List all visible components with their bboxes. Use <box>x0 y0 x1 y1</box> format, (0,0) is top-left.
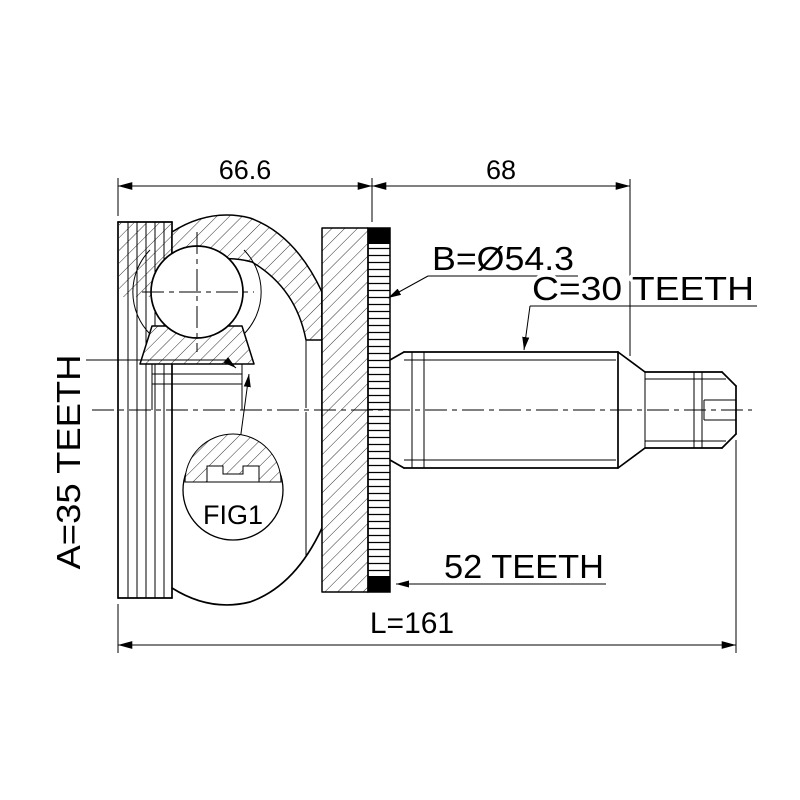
tip-chamfer <box>721 371 737 387</box>
fig1-leader-line <box>239 373 251 442</box>
label-b-text: B=Ø54.3 <box>432 240 574 277</box>
cage-arc-right <box>243 249 262 335</box>
label-52-teeth: 52 TEETH <box>396 548 606 588</box>
centerlines <box>92 232 752 411</box>
tip-chamfer <box>721 433 737 449</box>
label-a-inner-spline: A=35 TEETH <box>50 355 237 570</box>
housing-wall-bottom <box>171 527 323 606</box>
axle-shaft <box>389 351 737 469</box>
dimension-l161-value: L=161 <box>370 607 454 640</box>
leader-arrow-segment <box>223 357 237 369</box>
dimension-66-6-value: 66.6 <box>219 155 272 185</box>
dimension-68: 68 <box>372 155 631 356</box>
fig1-detail-callout: FIG1 <box>182 373 284 541</box>
cage-arc-left <box>132 249 151 335</box>
dimension-68-value: 68 <box>486 155 516 185</box>
fig1-label: FIG1 <box>203 500 263 530</box>
label-a-text: A=35 TEETH <box>50 355 87 570</box>
leader-line <box>387 275 429 299</box>
label-c-text: C=30 TEETH <box>532 270 754 307</box>
dimension-66-6: 66.6 <box>117 155 373 222</box>
leader-line <box>522 305 531 351</box>
ring-teeth-bottom <box>368 576 390 592</box>
dimension-l161: L=161 <box>117 440 737 653</box>
fig1-groove-profile <box>206 465 260 483</box>
ring-teeth-top <box>368 228 390 244</box>
label-52-teeth-text: 52 TEETH <box>444 548 604 585</box>
label-c-outer-spline: C=30 TEETH <box>522 267 757 351</box>
label-b-ring-diameter: B=Ø54.3 <box>387 240 578 299</box>
